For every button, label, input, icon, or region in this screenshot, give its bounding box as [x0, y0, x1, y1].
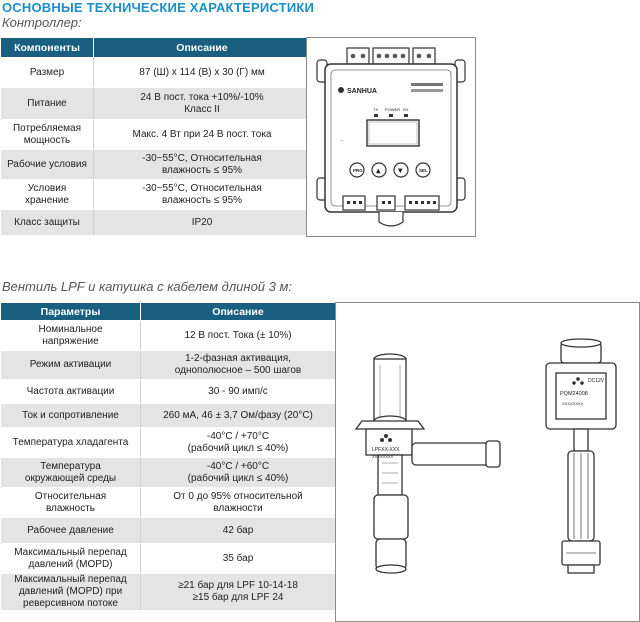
parameter-name: Частота активации — [0, 379, 141, 404]
valve-image-frame: LPFXX-XXX XXXXXXXX DC12V P — [335, 302, 640, 622]
controller-device-drawing: SANHUA TX POWER RX — PRG ▲ ▼ SEL — [316, 47, 466, 227]
parameter-value: -40°С / +60°С(рабочий цикл ≤ 40%) — [140, 457, 336, 488]
indicator-label: POWER — [385, 107, 400, 112]
sel-button-label: SEL — [419, 168, 428, 173]
brand-label: SANHUA — [347, 88, 377, 95]
page-title: ОСНОВНЫЕ ТЕХНИЧЕСКИЕ ХАРАКТЕРИСТИКИ — [2, 0, 315, 15]
controller-image-frame: SANHUA TX POWER RX — PRG ▲ ▼ SEL — [306, 37, 476, 237]
parameter-name: Питание — [0, 87, 94, 120]
parameter-value: 1-2-фазная активация,однополюсное – 500 … — [140, 350, 336, 380]
parameter-value: ≥21 бар для LPF 10-14-18≥15 бар для LPF … — [140, 573, 336, 611]
parameter-value: 87 (Ш) x 114 (В) x 30 (Г) мм — [93, 57, 311, 88]
coil-model-label: PQM24008 — [560, 391, 588, 397]
table-row: Температура хладагента-40°С / +70°С(рабо… — [0, 427, 336, 458]
valve-serial-label: XXXXXXXX — [372, 454, 394, 459]
parameter-name: Условия хранение — [0, 179, 94, 210]
svg-text:—: — — [340, 138, 344, 142]
prg-button-label: PRG — [353, 168, 363, 173]
parameter-name: Температура хладагента — [0, 427, 141, 458]
column-header: Параметры — [0, 302, 141, 321]
controller-subtitle: Контроллер: — [2, 15, 82, 30]
parameter-name: Класс защиты — [0, 209, 94, 236]
parameter-value: -40°С / +70°С(рабочий цикл ≤ 40%) — [140, 427, 336, 458]
parameter-value: 260 мА, 46 ± 3,7 Ом/фазу (20°С) — [140, 403, 336, 428]
valve-and-coil-drawing: LPFXX-XXX XXXXXXXX DC12V P — [354, 338, 617, 574]
parameter-value: Макс. 4 Вт при 24 В пост. тока — [93, 119, 311, 150]
parameter-name: Ток и сопротивление — [0, 403, 141, 428]
indicator-label: RX — [403, 107, 409, 112]
parameter-value: 24 В пост. тока +10%/-10%Класс II — [93, 87, 311, 120]
column-header: Описание — [93, 37, 311, 58]
parameter-value: IP20 — [93, 209, 311, 236]
valve-subtitle: Вентиль LPF и катушка с кабелем длиной 3… — [2, 279, 293, 294]
column-header: Компоненты — [0, 37, 94, 58]
down-button-label: ▼ — [398, 168, 403, 175]
up-button-label: ▲ — [376, 168, 381, 175]
parameter-name: Рабочие условия — [0, 149, 94, 180]
parameter-name: Рабочее давление — [0, 517, 141, 544]
parameter-value: 30 - 90 имп/с — [140, 379, 336, 404]
parameter-value: 35 бар — [140, 543, 336, 574]
column-header: Описание — [140, 302, 336, 321]
parameter-value: 12 В пост. Тока (± 10%) — [140, 320, 336, 351]
coil-serial-label: XXXXXXXX — [562, 401, 584, 406]
indicator-label: TX — [373, 107, 378, 112]
valve-model-label: LPFXX-XXX — [372, 447, 400, 453]
parameter-name: Размер — [0, 57, 94, 88]
parameter-value: 42 бар — [140, 517, 336, 544]
parameter-name: Режим активации — [0, 350, 141, 380]
coil-voltage-label: DC12V — [588, 378, 605, 384]
